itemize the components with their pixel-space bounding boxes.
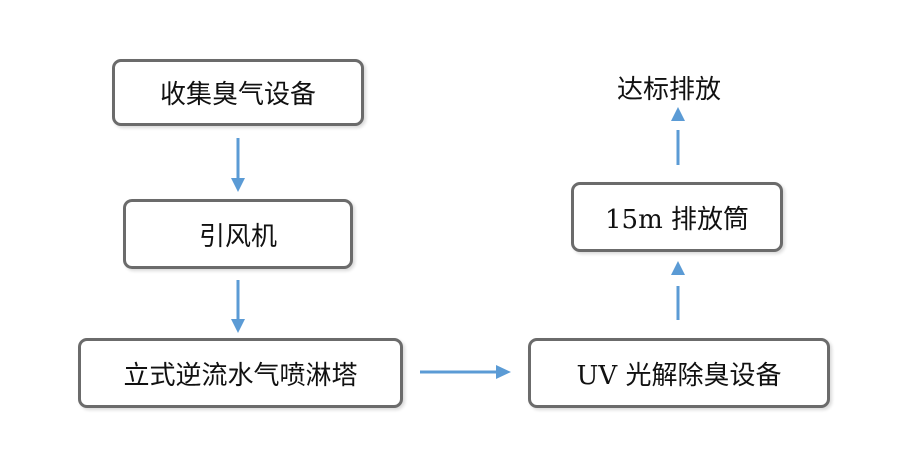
arrowhead-up-2 xyxy=(671,107,685,121)
node-label: UV 光解除臭设备 xyxy=(576,360,782,391)
node-label: 达标排放 xyxy=(617,75,722,105)
node-label: 立式逆流水气喷淋塔 xyxy=(123,360,358,391)
node-label: 引风机 xyxy=(198,221,277,252)
node-spray-tower: 立式逆流水气喷淋塔 xyxy=(78,338,403,408)
node-compliant-discharge: 达标排放 xyxy=(617,69,721,106)
node-exhaust-stack: 15m 排放筒 xyxy=(571,182,783,252)
arrowhead-down-2 xyxy=(231,319,245,333)
node-induced-draft-fan: 引风机 xyxy=(123,199,353,269)
node-collect-odor-equipment: 收集臭气设备 xyxy=(112,59,364,126)
arrowhead-up-1 xyxy=(671,261,685,275)
node-label: 收集臭气设备 xyxy=(159,80,316,110)
arrowhead-right xyxy=(496,365,511,379)
arrowhead-down-1 xyxy=(231,178,245,192)
node-uv-photolysis-deodorizer: UV 光解除臭设备 xyxy=(528,338,830,408)
node-label: 15m 排放筒 xyxy=(604,204,749,235)
